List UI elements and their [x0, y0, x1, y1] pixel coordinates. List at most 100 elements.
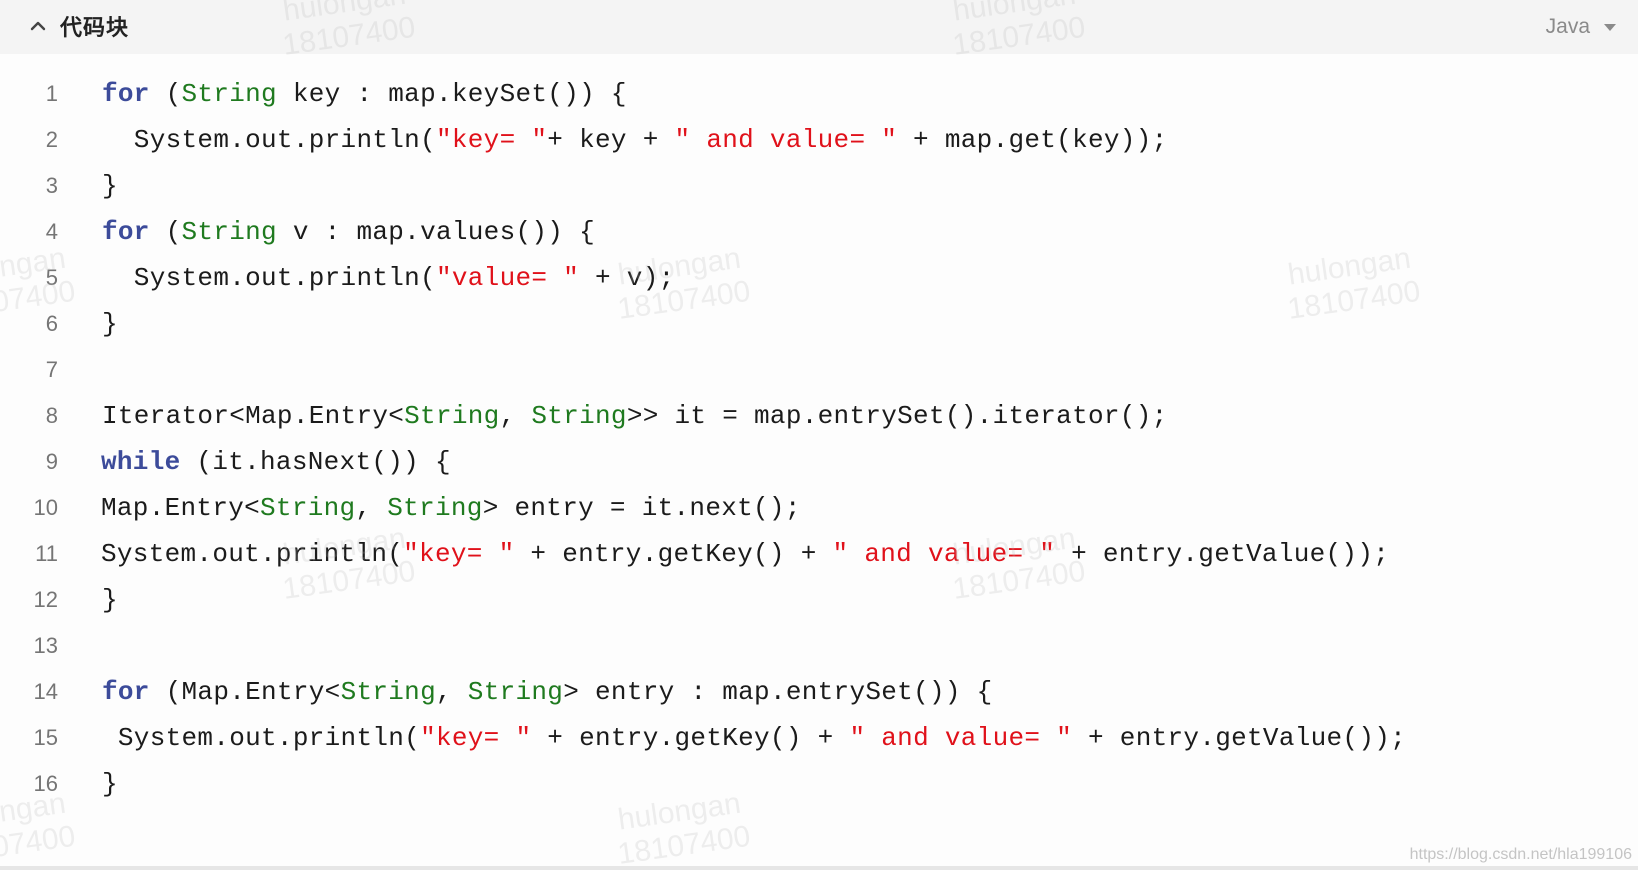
line-number: 7	[45, 357, 58, 382]
code-text: }	[102, 769, 118, 799]
code-text: }	[102, 585, 118, 615]
line-number: 6	[45, 311, 58, 336]
code-token: (	[149, 79, 182, 109]
type-token: String	[181, 79, 277, 109]
code-line[interactable]: 15 System.out.println("key= " + entry.ge…	[0, 717, 1638, 763]
chevron-up-icon[interactable]	[28, 13, 48, 37]
type-token: String	[181, 217, 277, 247]
type-token: String	[467, 677, 564, 707]
string-token: "key= "	[435, 125, 548, 155]
code-token: > entry = it.next();	[482, 493, 801, 523]
code-token: + map.get(key));	[897, 125, 1168, 155]
code-text: System.out.println("key= " + entry.getKe…	[102, 723, 1406, 753]
code-token: >> it = map.entrySet().iterator();	[626, 401, 1168, 431]
code-line[interactable]: 7	[0, 349, 1638, 395]
code-line[interactable]: 6}	[0, 303, 1638, 349]
line-number: 12	[33, 587, 58, 612]
line-number: 3	[45, 173, 58, 198]
code-line[interactable]: 13	[0, 625, 1638, 671]
type-token: String	[340, 677, 436, 707]
code-text: for (String key : map.keySet()) {	[102, 79, 627, 109]
code-token: + entry.getValue());	[1072, 723, 1407, 753]
code-token: }	[102, 171, 118, 201]
code-text: while (it.hasNext()) {	[101, 447, 451, 477]
code-line[interactable]: 9 while (it.hasNext()) {	[0, 441, 1638, 487]
code-token: System.out.println(	[102, 723, 421, 753]
string-token: " and value= "	[832, 539, 1056, 569]
code-token: v : map.values()) {	[276, 217, 596, 247]
line-number: 1	[45, 81, 58, 106]
code-token: System.out.println(	[101, 539, 404, 569]
code-token: System.out.println(	[102, 125, 436, 155]
code-token: + v);	[579, 263, 675, 293]
string-token: "value= "	[435, 263, 580, 293]
code-text: Map.Entry<String, String> entry = it.nex…	[101, 493, 801, 523]
code-line[interactable]: 1 for (String key : map.keySet()) {	[0, 73, 1638, 119]
type-token: String	[387, 493, 483, 523]
code-token: (it.hasNext()) {	[180, 447, 451, 477]
line-number: 8	[45, 403, 58, 428]
keyword-token: while	[101, 447, 181, 477]
code-text: for (Map.Entry<String, String> entry : m…	[102, 677, 993, 707]
line-number: 9	[45, 449, 58, 474]
code-line[interactable]: 5 System.out.println("value= " + v);	[0, 257, 1638, 303]
code-line[interactable]: 4 for (String v : map.values()) {	[0, 211, 1638, 257]
code-token: + entry.getKey() +	[514, 539, 833, 569]
keyword-token: for	[102, 79, 150, 109]
bottom-divider	[0, 866, 1638, 870]
line-number: 13	[33, 633, 58, 658]
code-token: ,	[355, 493, 388, 523]
line-number: 15	[33, 725, 58, 750]
language-label: Java	[1545, 15, 1590, 38]
type-token: String	[260, 493, 356, 523]
code-token: System.out.println(	[102, 263, 436, 293]
code-text: System.out.println("key= "+ key + " and …	[102, 125, 1168, 155]
code-line[interactable]: 2 System.out.println("key= "+ key + " an…	[0, 119, 1638, 165]
code-text: Iterator<Map.Entry<String, String>> it =…	[102, 401, 1168, 431]
code-text: System.out.println("key= " + entry.getKe…	[101, 539, 1389, 569]
code-line[interactable]: 16}	[0, 763, 1638, 809]
code-token: Iterator<Map.Entry<	[102, 401, 405, 431]
type-token: String	[531, 401, 627, 431]
line-number: 4	[45, 219, 58, 244]
line-number: 16	[33, 771, 58, 796]
code-line[interactable]: 12}	[0, 579, 1638, 625]
code-token: key : map.keySet()) {	[276, 79, 627, 109]
line-number: 14	[33, 679, 58, 704]
code-token: Map.Entry<	[101, 493, 261, 523]
code-text: for (String v : map.values()) {	[102, 217, 595, 247]
code-block-title: 代码块	[60, 16, 130, 41]
code-token: ,	[499, 401, 532, 431]
line-number: 5	[45, 265, 58, 290]
code-text: }	[102, 171, 118, 201]
string-token: "key= "	[420, 723, 532, 753]
caret-down-icon	[1602, 21, 1618, 33]
code-token: ,	[435, 677, 468, 707]
code-token: + key +	[547, 125, 675, 155]
line-number: 11	[35, 541, 58, 566]
language-select[interactable]: Java	[1546, 12, 1618, 42]
keyword-token: for	[102, 217, 150, 247]
code-token: }	[102, 585, 118, 615]
code-block-header: 代码块 Java	[0, 0, 1638, 55]
code-line[interactable]: 3}	[0, 165, 1638, 211]
string-token: " and value= "	[849, 723, 1073, 753]
code-token: (Map.Entry<	[149, 677, 341, 707]
line-number: 2	[45, 127, 58, 152]
code-token: > entry : map.entrySet()) {	[563, 677, 993, 707]
code-line[interactable]: 11 System.out.println("key= " + entry.get…	[0, 533, 1638, 579]
keyword-token: for	[102, 677, 150, 707]
source-url-watermark: https://blog.csdn.net/hla199106	[1409, 846, 1632, 863]
string-token: "key= "	[403, 539, 515, 569]
code-token: }	[102, 769, 118, 799]
code-token: (	[149, 217, 182, 247]
code-text: System.out.println("value= " + v);	[102, 263, 675, 293]
code-token: + entry.getKey() +	[531, 723, 850, 753]
code-token: + entry.getValue());	[1055, 539, 1390, 569]
string-token: " and value= "	[674, 125, 898, 155]
